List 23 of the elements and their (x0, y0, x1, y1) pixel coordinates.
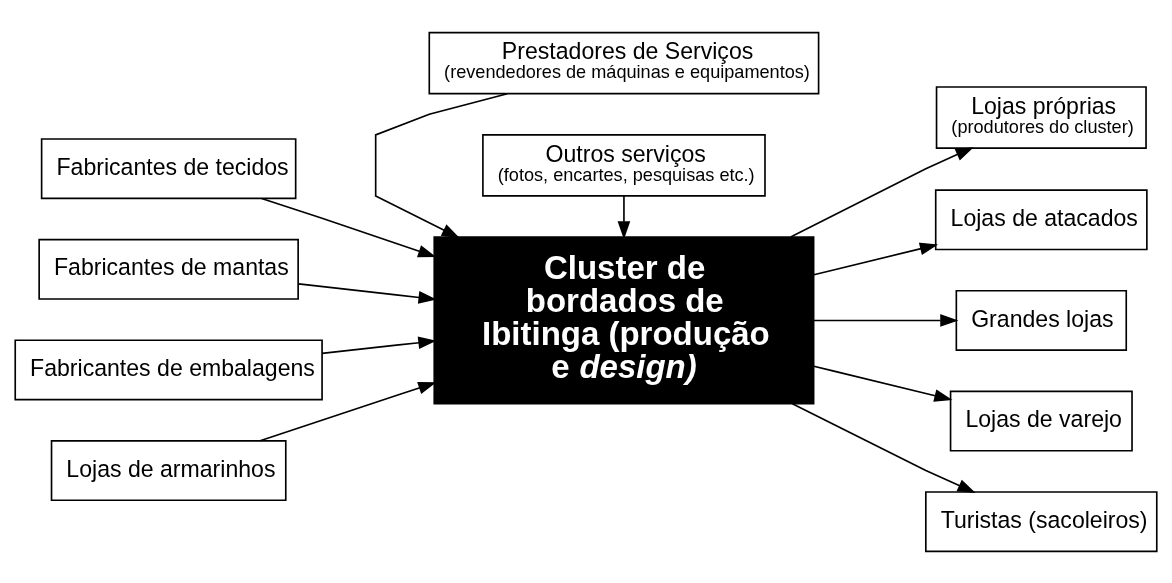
arrow (374, 92, 509, 238)
node-box: Fabricantes de tecidos (40, 137, 297, 199)
node-box: Prestadores de Serviços (revendedores de máquinas e equipamentos) (428, 31, 820, 94)
node-box: Turistas (sacoleiros) (925, 490, 1158, 552)
node-box: Fabricantes de embalagens (14, 338, 323, 400)
node-box: Grandes lojas (955, 289, 1128, 351)
arrow (259, 381, 437, 442)
node-box: Fabricantes de mantas (38, 238, 299, 300)
arrow (813, 242, 939, 276)
arrow (813, 364, 953, 402)
node-box: Lojas de armarinhos (50, 439, 287, 501)
node-box: Cluster de bordados de Ibitinga (produção e design) (433, 235, 815, 405)
arrow (260, 197, 437, 257)
arrow (297, 282, 437, 304)
node-box: Outros serviços (fotos, encartes, pesquisas etc.) (482, 133, 766, 197)
arrow (791, 402, 976, 493)
arrow (813, 313, 959, 327)
arrow (789, 146, 974, 238)
arrow (617, 194, 631, 239)
node-box: Lojas de varejo (949, 390, 1133, 452)
node-box: Lojas próprias (produtores do cluster) (935, 85, 1147, 149)
node-box: Lojas de atacados (934, 188, 1148, 250)
arrow (321, 335, 437, 354)
